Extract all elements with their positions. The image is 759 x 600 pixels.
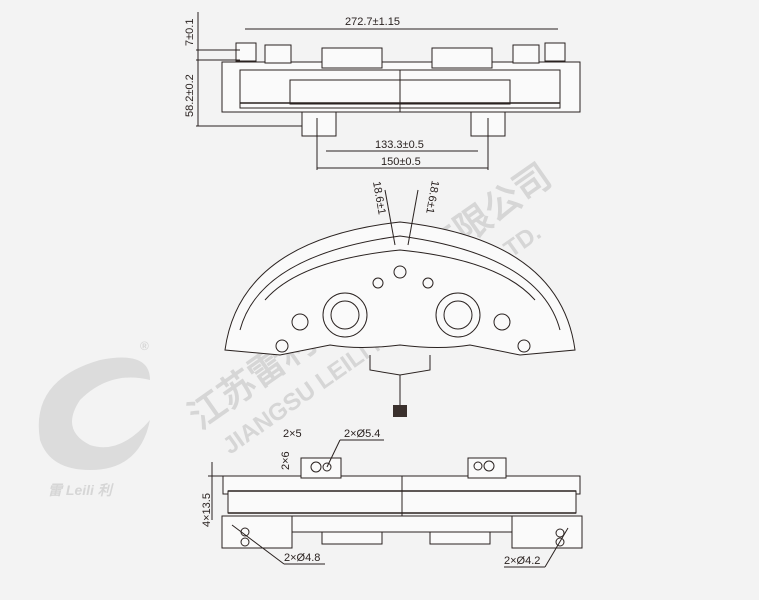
dim-hole-right: 2×Ø4.2: [504, 555, 540, 567]
dim-flange-height: 7±0.1: [184, 19, 196, 46]
dim-body-height: 58.2±0.2: [184, 74, 196, 117]
dim-angle-left: 18.6±1: [370, 180, 388, 215]
dim-inner-mount: 133.3±0.5: [375, 139, 424, 151]
dim-overall-width: 272.7±1.15: [345, 16, 400, 28]
dim-pitch: 4×13.5: [201, 493, 213, 527]
dim-slot-width: 2×5: [283, 428, 302, 440]
logo-text: 雷 Leili 利: [48, 482, 115, 498]
dim-outer-mount: 150±0.5: [381, 156, 421, 168]
top-view: 272.7±1.15 7±0.1 58.2±0.2 133.3±0.5 150±…: [184, 12, 581, 170]
logo-icon: [38, 357, 150, 470]
dim-hole-left: 2×Ø4.8: [284, 552, 320, 564]
front-view: 18.6±1 18.6±1: [224, 179, 576, 417]
dim-hole-top: 2×Ø5.4: [344, 428, 380, 440]
dim-angle-right: 18.6±1: [423, 179, 441, 214]
registered-mark: ®: [140, 339, 149, 353]
dim-slot-height: 2×6: [280, 451, 292, 470]
side-view: 4×13.5 2×5 2×6 2×Ø5.4 2×Ø4.8 2×Ø4.2: [201, 428, 583, 568]
